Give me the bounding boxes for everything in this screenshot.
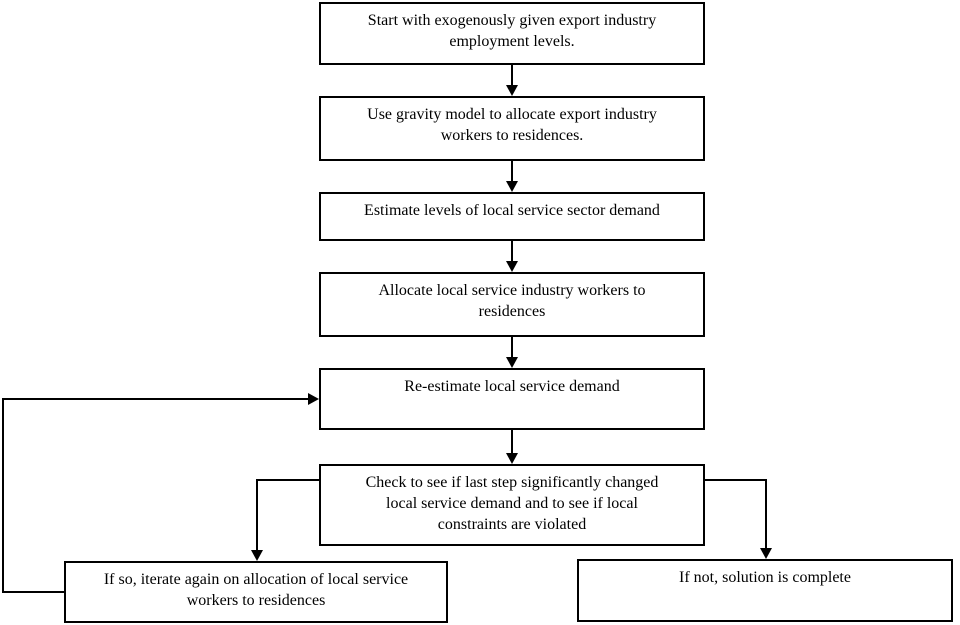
flow-box-text: If not, solution is complete — [679, 569, 851, 586]
flow-box-text: Start with exogenously given export indu… — [367, 12, 657, 29]
flow-box-estimate-demand: Estimate levels of local service sector … — [319, 192, 705, 241]
connector-gravity-to-estimate — [511, 161, 513, 182]
flow-box-text: Estimate levels of local service sector … — [364, 202, 660, 219]
flow-box-text: constraints are violated — [437, 516, 587, 533]
flow-box-text: Check to see if last step significantly … — [365, 474, 659, 491]
flow-box-text: employment levels. — [449, 33, 575, 50]
connector-check-to-iterate-vertical — [256, 479, 258, 551]
flow-box-gravity-model: Use gravity model to allocate export ind… — [319, 96, 705, 161]
flow-box-text: local service demand and to see if local — [386, 495, 638, 512]
arrowhead-down-icon — [506, 357, 518, 368]
flow-box-iterate: If so, iterate again on allocation of lo… — [64, 561, 448, 623]
connector-check-to-complete-vertical — [765, 479, 767, 549]
arrowhead-down-icon — [760, 548, 772, 559]
flow-box-allocate-workers: Allocate local service industry workers … — [319, 272, 705, 337]
arrowhead-down-icon — [506, 181, 518, 192]
connector-iterate-feedback-top — [2, 398, 308, 400]
connector-check-to-iterate-horizontal — [256, 479, 319, 481]
flow-box-complete: If not, solution is complete — [577, 559, 953, 622]
arrowhead-down-icon — [506, 453, 518, 464]
flow-box-text: workers to residences. — [440, 127, 584, 144]
flow-box-reestimate: Re-estimate local service demand — [319, 368, 705, 430]
flow-box-check: Check to see if last step significantly … — [319, 464, 705, 546]
flow-box-text: If so, iterate again on allocation of lo… — [103, 571, 409, 588]
flow-box-start: Start with exogenously given export indu… — [319, 2, 705, 65]
connector-iterate-feedback-left — [2, 398, 4, 593]
arrowhead-down-icon — [506, 261, 518, 272]
arrowhead-right-icon — [308, 393, 319, 405]
connector-iterate-feedback-bottom — [2, 591, 64, 593]
connector-reestimate-to-check — [511, 430, 513, 454]
connector-start-to-gravity — [511, 65, 513, 86]
arrowhead-down-icon — [251, 550, 263, 561]
flow-box-text: Use gravity model to allocate export ind… — [367, 106, 657, 123]
flow-box-text: Allocate local service industry workers … — [378, 282, 646, 299]
arrowhead-down-icon — [506, 85, 518, 96]
connector-allocate-to-reestimate — [511, 337, 513, 358]
connector-estimate-to-allocate — [511, 241, 513, 262]
flow-box-text: residences — [478, 303, 546, 320]
connector-check-to-complete-horizontal — [705, 479, 767, 481]
flow-box-text: workers to residences — [186, 592, 326, 609]
flow-box-text: Re-estimate local service demand — [404, 378, 620, 395]
